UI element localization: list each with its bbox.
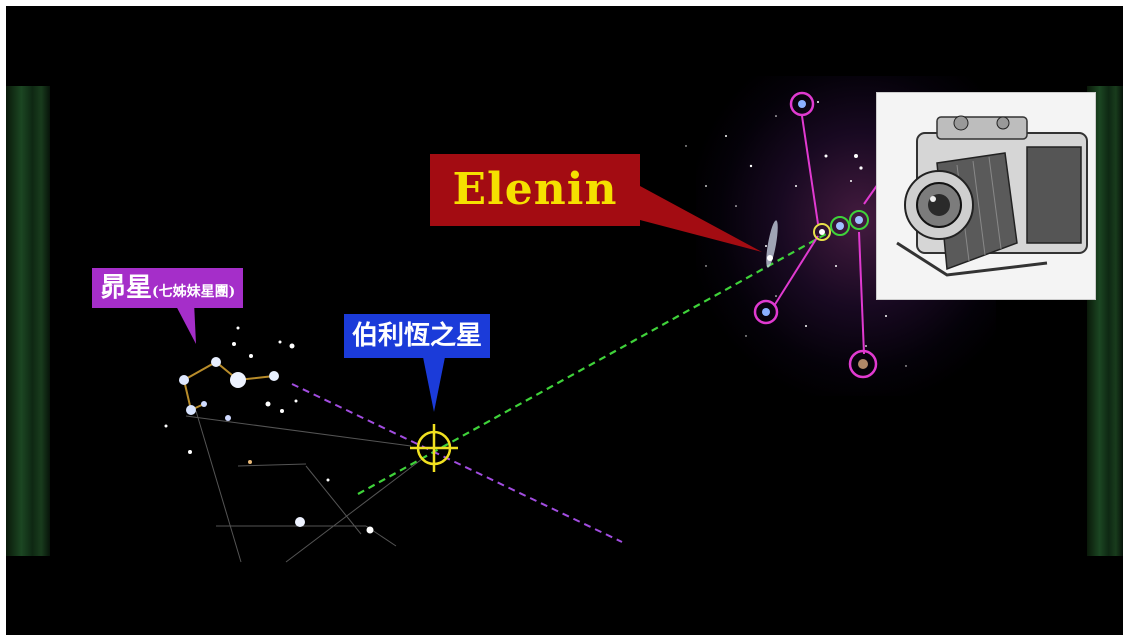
sky-scene: Elenin 昴星(七姊妹星團) 伯利恆之星 — [6, 6, 1123, 635]
crosshair-icon — [410, 424, 458, 472]
orion-constellation — [753, 91, 879, 379]
taurus-lines — [185, 410, 427, 563]
camera-illustration — [876, 92, 1096, 300]
star-field — [685, 101, 907, 367]
pleiades-label: 昴星(七姊妹星團) — [92, 268, 244, 308]
betelgeuse-label: 伯利恆之星 — [344, 314, 491, 358]
elenin-label: Elenin — [430, 154, 640, 226]
pleiades-cluster — [164, 326, 374, 534]
green-trajectory — [357, 233, 827, 495]
camera-drawing — [896, 115, 1088, 277]
pleiades-sub-text: (七姊妹星團) — [152, 284, 236, 300]
star-chart — [164, 91, 907, 563]
pleiades-main-text: 昴星 — [100, 273, 153, 303]
left-side-panel — [6, 86, 50, 556]
pleiades-pointer — [174, 302, 196, 344]
betelgeuse-pointer — [422, 352, 446, 412]
elenin-pointer — [640, 186, 762, 252]
purple-trajectory — [291, 383, 623, 543]
comet-icon — [766, 220, 778, 268]
